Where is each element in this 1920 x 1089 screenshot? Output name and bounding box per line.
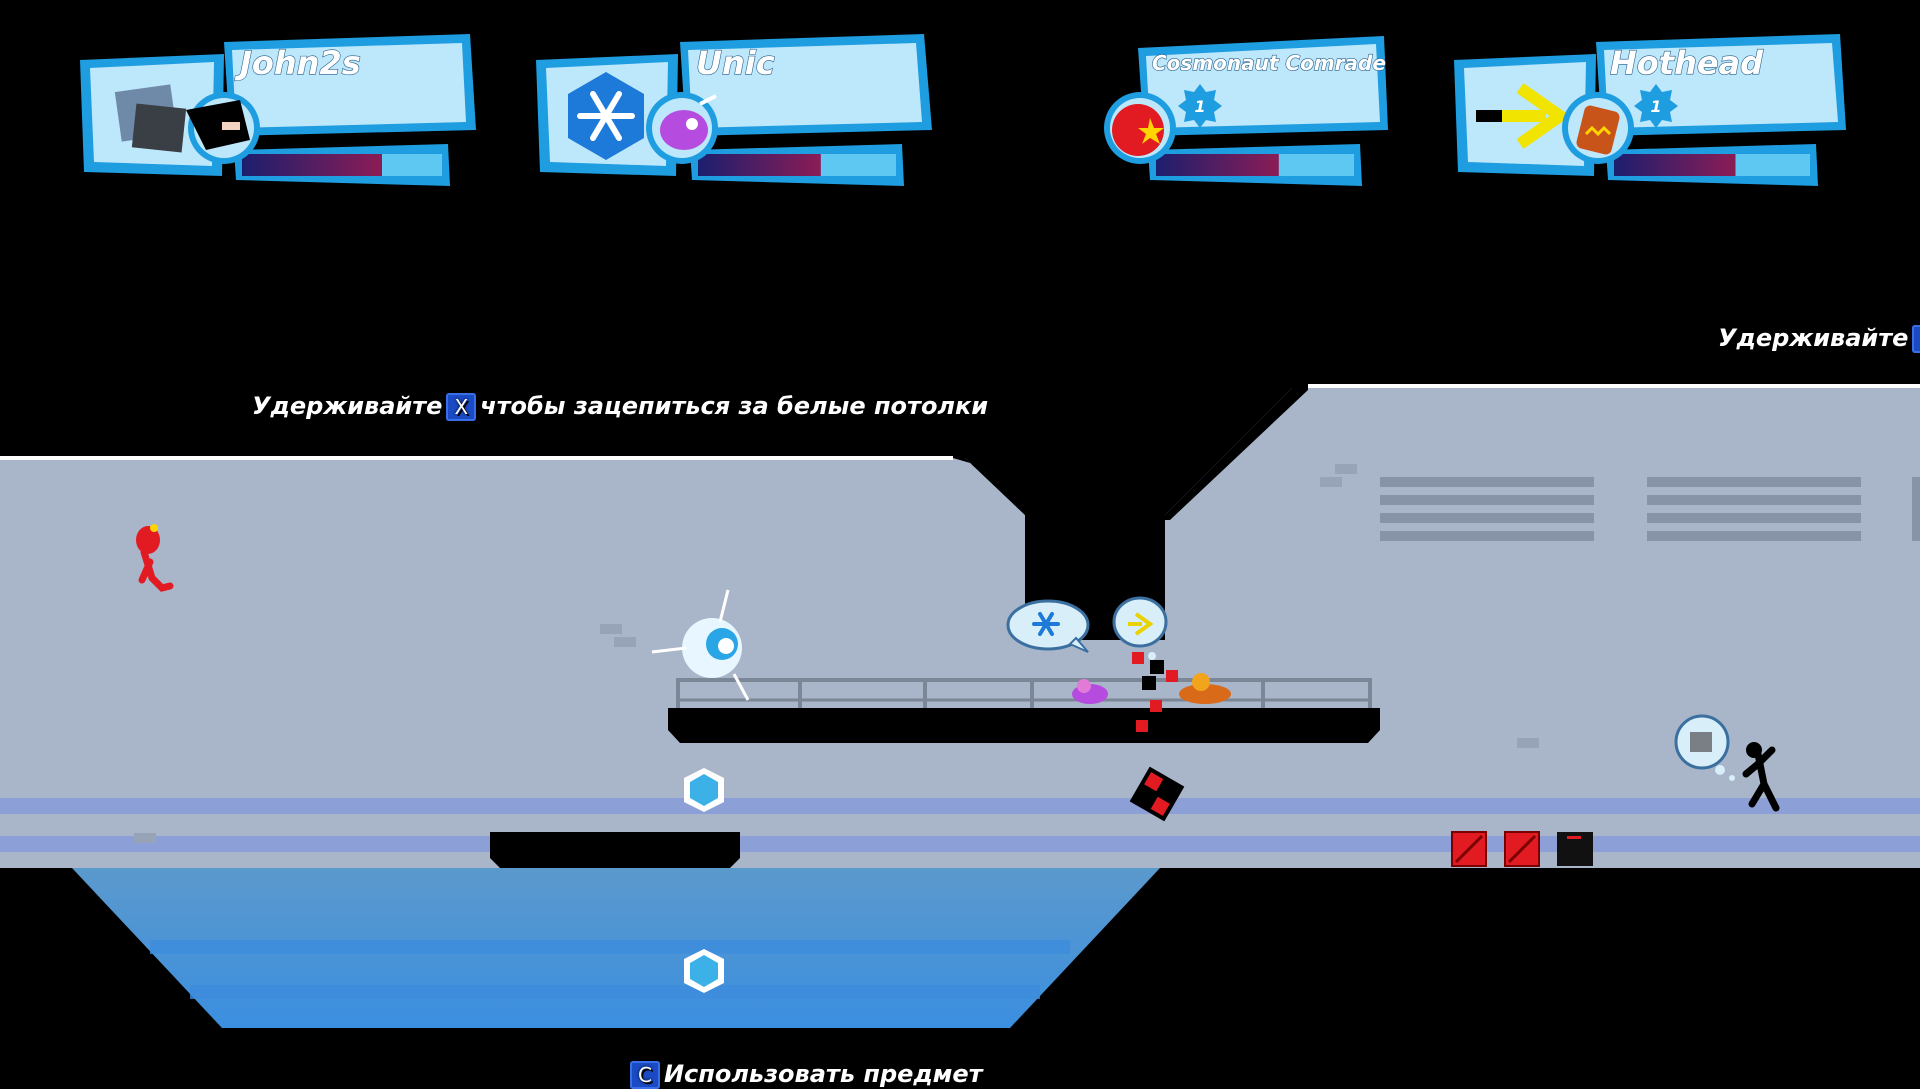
item-box	[684, 768, 724, 812]
boost-meter-fill	[242, 154, 382, 176]
player-card-john2s: John2s	[80, 34, 476, 186]
hazard-crate	[1451, 831, 1487, 867]
hint-text: Удерживайте	[1718, 324, 1909, 352]
cosmonaut-avatar	[1112, 104, 1164, 156]
c-button-icon: C	[630, 1061, 660, 1089]
hint-text: Использовать предмет	[663, 1060, 983, 1088]
player-name: Unic	[696, 44, 775, 82]
player-name: John2s	[234, 44, 361, 82]
button-icon: ​	[1912, 325, 1920, 353]
player-name: Cosmonaut Comrade	[1152, 51, 1386, 75]
svg-text:1: 1	[1650, 97, 1661, 116]
boost-meter-fill	[698, 154, 821, 176]
runner-john2s	[1742, 742, 1780, 812]
rank-badge: 1	[1178, 84, 1222, 128]
svg-text:1: 1	[1194, 97, 1205, 116]
railing-platform	[668, 678, 1380, 743]
unic-avatar	[660, 94, 717, 150]
runner-cosmonaut	[136, 524, 174, 592]
floor-stripe	[0, 798, 1920, 814]
runner-hothead	[1179, 673, 1231, 704]
level-background	[0, 384, 1920, 1080]
spinning-hazard-block	[1129, 766, 1185, 822]
rank-badge: 1	[1634, 84, 1678, 128]
wall-vents	[1380, 477, 1920, 541]
player-card-cosmonaut-comrade: Cosmonaut Comrade 1	[1104, 36, 1388, 186]
item-bubble-snowflake	[1006, 599, 1090, 653]
john2s-avatar	[186, 100, 250, 150]
hothead-avatar	[1576, 105, 1620, 155]
small-ledge	[490, 832, 740, 868]
grapple-hint-right: Удерживайте​	[1718, 324, 1920, 353]
boost-meter-fill	[1614, 154, 1736, 176]
freeze-blast-effect	[651, 589, 750, 701]
player-card-unic: Unic	[536, 34, 932, 186]
hazard-crate	[1504, 831, 1540, 867]
x-button-icon: X	[446, 393, 477, 421]
floor-stripe	[0, 836, 1920, 852]
hint-text: Удерживайте	[252, 392, 443, 420]
hazard-trail	[1132, 652, 1178, 736]
item-box	[684, 949, 724, 993]
item-bubble-crate	[1674, 714, 1735, 781]
boost-meter-fill	[1156, 154, 1279, 176]
player-card-hothead: Hothead 1	[1454, 34, 1846, 186]
hint-text: чтобы зацепиться за белые потолки	[480, 392, 989, 420]
snowflake-item-icon	[568, 72, 644, 160]
runner-unic	[1072, 679, 1108, 704]
player-name: Hothead	[1610, 44, 1764, 82]
crate-item-icon	[114, 84, 187, 153]
golden-hook-item-icon	[1476, 83, 1571, 149]
item-bubble-hook	[1112, 596, 1168, 660]
